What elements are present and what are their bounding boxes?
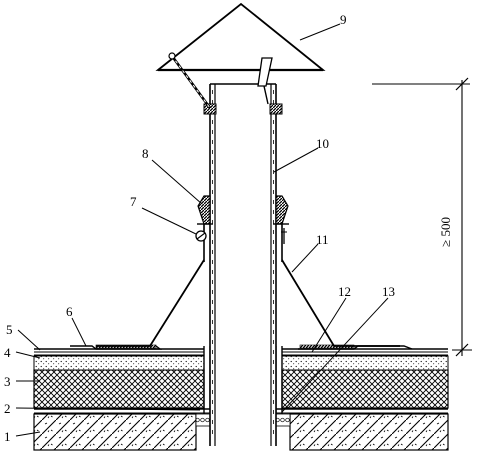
vent-cap: [155, 2, 326, 109]
leader-lines: [15, 23, 389, 437]
label-10: 10: [316, 136, 329, 151]
label-9: 9: [340, 12, 347, 27]
apron-cone: [96, 259, 400, 347]
label-12: 12: [338, 284, 351, 299]
height-dimension: ≥ 500: [372, 77, 472, 357]
clamp: [195, 228, 287, 244]
label-8: 8: [142, 146, 149, 161]
label-13: 13: [382, 284, 395, 299]
vent-pipe: [203, 83, 283, 446]
label-1: 1: [4, 429, 11, 444]
label-6: 6: [66, 304, 73, 319]
insulation-layer: [33, 369, 449, 409]
screed-layer: [33, 355, 449, 371]
concrete-slab: [33, 413, 449, 451]
label-7: 7: [130, 194, 137, 209]
label-5: 5: [6, 322, 13, 337]
label-11: 11: [316, 232, 329, 247]
label-2: 2: [4, 401, 11, 416]
mount-rings: [203, 103, 283, 115]
callout-labels: 1 2 3 4 5 6 7 8 9 10 11 12 13: [4, 12, 395, 444]
label-3: 3: [4, 374, 11, 389]
label-4: 4: [4, 345, 11, 360]
dimension-label: ≥ 500: [438, 217, 453, 247]
